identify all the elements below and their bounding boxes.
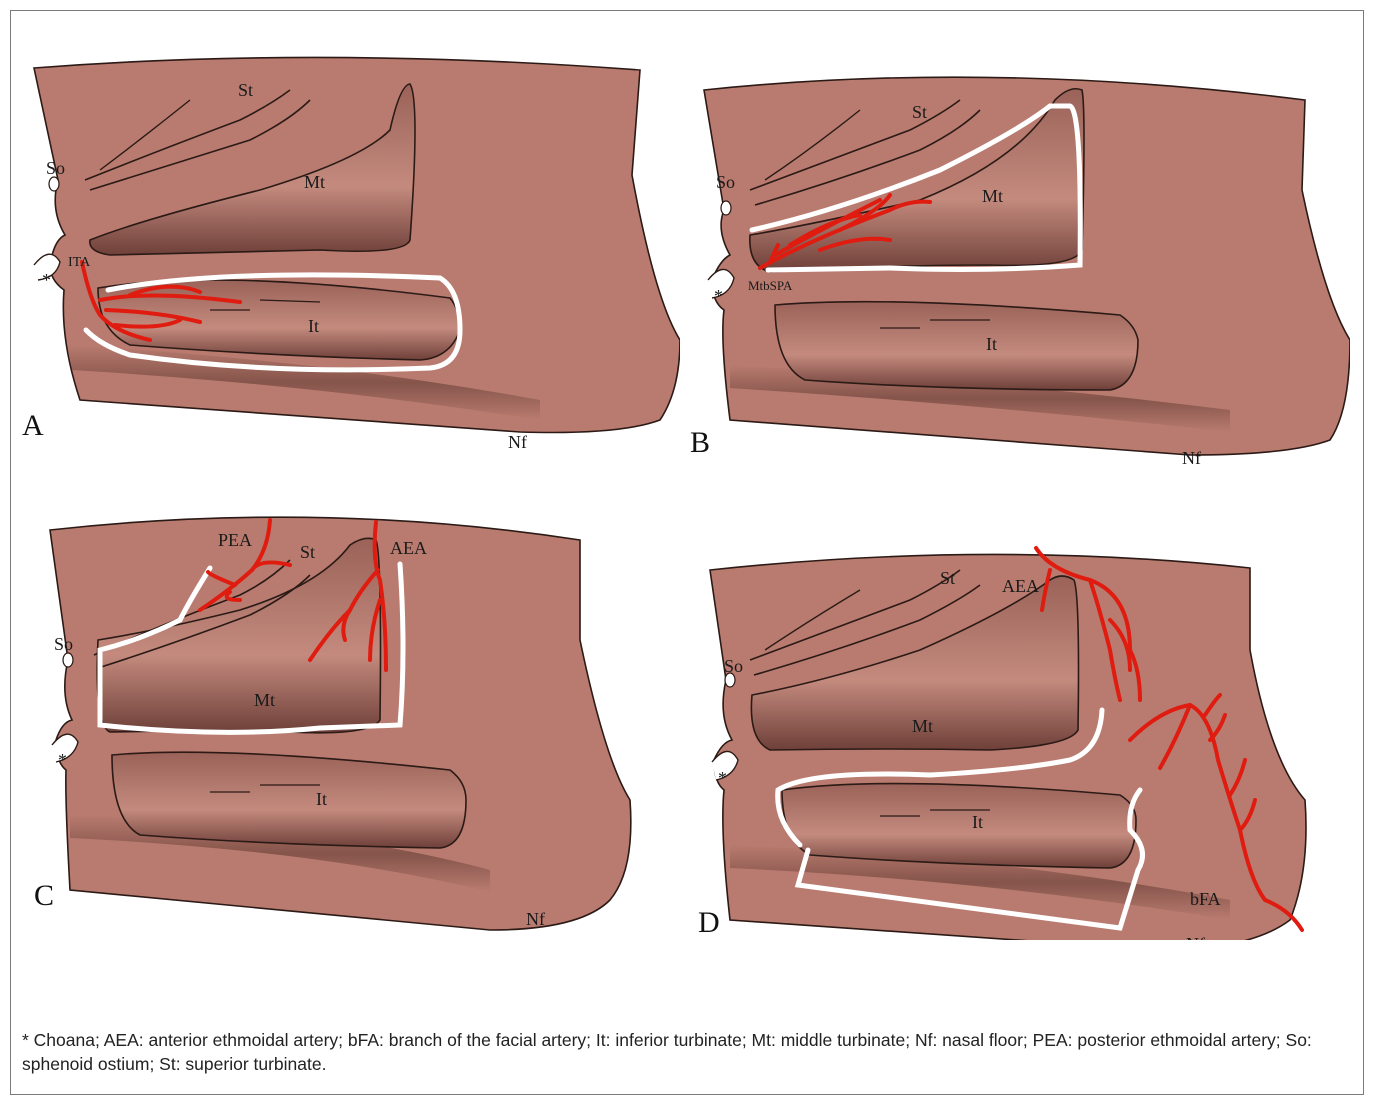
label-st: St [940, 568, 955, 588]
label-artery: ITA [68, 255, 91, 270]
panel-d-drawing: St AEA Mt So It Nf bFA * D [690, 500, 1350, 940]
panel-letter: C [34, 879, 54, 912]
panel-c: PEA St AEA Mt So It Nf * C [20, 500, 680, 940]
label-it: It [986, 334, 997, 354]
inferior-turbinate [775, 302, 1138, 390]
label-aea: AEA [390, 538, 427, 558]
label-aea: AEA [1002, 576, 1039, 596]
label-it: It [308, 316, 319, 336]
label-pea: PEA [218, 530, 252, 550]
label-nf: Nf [1186, 934, 1205, 940]
label-so: So [46, 158, 65, 178]
panel-letter: B [690, 426, 710, 459]
sphenoid-ostium [63, 653, 73, 667]
label-it: It [972, 812, 983, 832]
panel-b-drawing: St Mt So It Nf * MtbSPA B [690, 40, 1350, 480]
label-nf: Nf [1182, 448, 1201, 468]
panel-letter: A [22, 409, 44, 442]
label-st: St [238, 80, 253, 100]
label-it: It [316, 789, 327, 809]
label-st: St [912, 102, 927, 122]
label-nf: Nf [526, 909, 545, 929]
panel-d: St AEA Mt So It Nf bFA * D [690, 500, 1350, 940]
panel-c-drawing: PEA St AEA Mt So It Nf * C [20, 500, 680, 940]
sphenoid-ostium [721, 201, 731, 215]
label-so: So [724, 656, 743, 676]
label-choana: * [58, 750, 67, 770]
panel-letter: D [698, 906, 720, 939]
sphenoid-ostium [49, 177, 59, 191]
label-mt: Mt [304, 172, 325, 192]
label-nf: Nf [508, 432, 527, 452]
label-choana: * [718, 768, 727, 788]
panel-b: St Mt So It Nf * MtbSPA B [690, 40, 1350, 480]
label-artery: MtbSPA [748, 278, 793, 293]
panel-a-drawing: St Mt So It Nf * ITA A [20, 40, 680, 480]
label-mt: Mt [254, 690, 275, 710]
label-bfa: bFA [1190, 889, 1221, 909]
label-mt: Mt [982, 186, 1003, 206]
inferior-turbinate [782, 784, 1136, 868]
label-so: So [716, 172, 735, 192]
label-st: St [300, 542, 315, 562]
label-so: So [54, 634, 73, 654]
inferior-turbinate [112, 752, 466, 848]
label-choana: * [42, 270, 51, 290]
figure-caption: * Choana; AEA: anterior ethmoidal artery… [22, 1028, 1357, 1076]
label-choana: * [714, 286, 723, 306]
panel-a: St Mt So It Nf * ITA A [20, 40, 680, 480]
label-mt: Mt [912, 716, 933, 736]
